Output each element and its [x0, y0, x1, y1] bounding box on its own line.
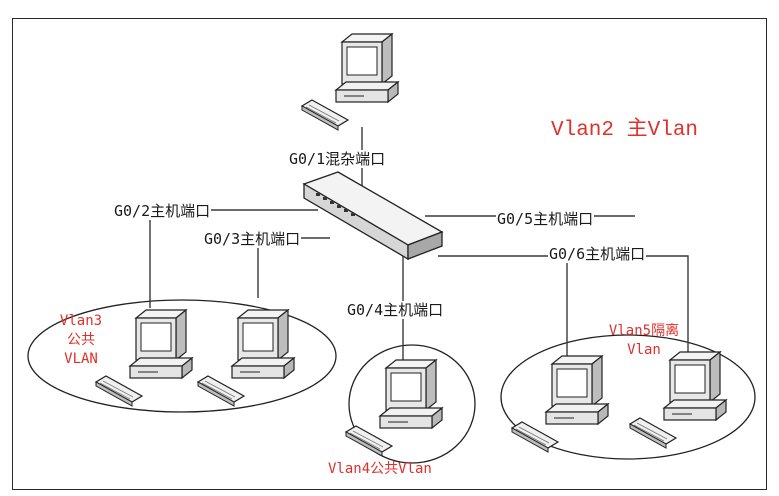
- diagram-title: Vlan2 主Vlan: [551, 112, 698, 142]
- vlan5-label: Vlan5隔离 Vlan: [604, 322, 684, 360]
- vlan3-label: Vlan3 公共 VLAN: [54, 312, 108, 369]
- vlan3-label-line3: VLAN: [54, 350, 108, 369]
- vlan5-label-line2: Vlan: [604, 341, 684, 360]
- port-label-g03: G0/3主机端口: [203, 230, 301, 248]
- port-label-g05: G0/5主机端口: [496, 210, 594, 228]
- network-switch-icon: [304, 172, 442, 259]
- desktop-computer-icon: [512, 356, 608, 452]
- port-label-g02: G0/2主机端口: [113, 202, 211, 220]
- vlan5-label-line1: Vlan5隔离: [604, 322, 684, 341]
- port-label-g01: G0/1混杂端口: [288, 150, 386, 168]
- desktop-computer-icon: [198, 310, 294, 406]
- vlan3-label-line1: Vlan3: [54, 312, 108, 331]
- vlan3-label-line2: 公共: [54, 331, 108, 350]
- port-label-g06: G0/6主机端口: [548, 245, 646, 263]
- desktop-computer-icon: [346, 360, 442, 456]
- vlan4-label: Vlan4公共Vlan: [328, 460, 432, 479]
- desktop-computer-icon: [96, 310, 192, 406]
- port-label-g04: G0/4主机端口: [346, 301, 444, 319]
- desktop-computer-icon: [302, 34, 398, 130]
- desktop-computer-icon: [630, 352, 726, 448]
